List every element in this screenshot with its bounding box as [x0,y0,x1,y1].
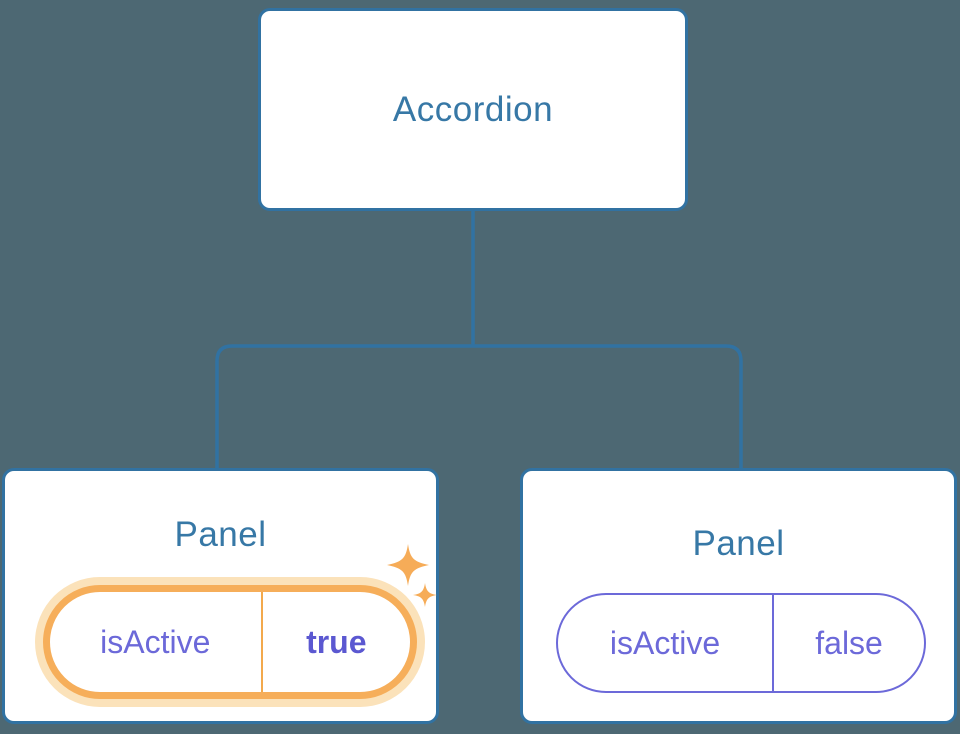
state-pill-inactive: isActive false [556,593,926,693]
panel-title: Panel [174,515,267,554]
accordion-node: Accordion [258,8,688,211]
state-value-label: true [306,623,367,660]
panel-node-inactive: Panel isActive false [520,468,957,724]
state-pill-active: isActive true [43,585,417,699]
accordion-node-label: Accordion [392,89,554,129]
panel-title: Panel [692,524,785,563]
panel-node-active: Panel isActive true [2,468,439,724]
state-name-label: isActive [609,624,721,661]
sparkle-small [413,583,437,607]
pill-divider [772,595,775,691]
pill-divider [260,592,263,692]
connector-branch [215,344,743,470]
state-value-label: false [815,624,883,661]
state-name-label: isActive [100,623,211,660]
